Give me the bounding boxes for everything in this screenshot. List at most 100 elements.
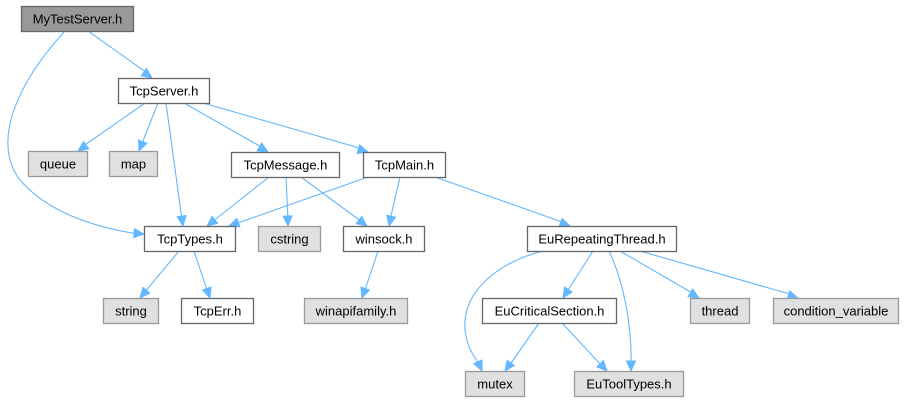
- node-condition-variable: condition_variable: [772, 297, 900, 325]
- node-tcpmessage[interactable]: TcpMessage.h: [230, 151, 341, 179]
- arrowhead-icon: [139, 286, 151, 299]
- edge-tcpmain-to-tcptypes: [227, 176, 369, 228]
- node-box: [180, 297, 255, 325]
- edge-line: [234, 176, 369, 225]
- edge-line: [300, 176, 363, 223]
- node-label: thread: [702, 304, 739, 319]
- edge-line: [193, 250, 209, 294]
- node-box: [481, 297, 618, 325]
- node-tcpmain[interactable]: TcpMain.h: [362, 151, 447, 179]
- edge-eurepeatingthread-to-mutex: [464, 250, 544, 373]
- node-label: winsock.h: [354, 232, 412, 247]
- arrowhead-icon: [386, 214, 397, 228]
- node-label: string: [115, 304, 147, 319]
- arrowhead-icon: [687, 288, 701, 299]
- arrowhead-icon: [133, 227, 146, 239]
- arrowhead-icon: [176, 214, 187, 228]
- edge-tcptypes-to-tcperr: [193, 250, 212, 300]
- node-box: [772, 297, 900, 325]
- edge-eucriticalsection-to-eutooltypes: [561, 322, 608, 372]
- arrowhead-icon: [137, 139, 148, 153]
- edge-line: [639, 250, 794, 296]
- node-label: EuRepeatingThread.h: [538, 232, 665, 247]
- node-label: mutex: [477, 377, 513, 392]
- edge-tcptypes-to-string: [139, 250, 180, 299]
- node-box: [27, 150, 89, 178]
- arrowhead-icon: [206, 215, 219, 227]
- arrowhead-icon: [356, 143, 370, 155]
- node-label: map: [121, 157, 146, 172]
- node-box: [303, 297, 409, 325]
- node-box: [342, 225, 426, 253]
- node-eurepeatingthread[interactable]: EuRepeatingThread.h: [526, 225, 678, 253]
- node-box: [230, 151, 341, 179]
- edge-line: [7, 30, 139, 235]
- edge-tcpserver-to-tcpmessage: [183, 102, 270, 153]
- edge-line: [81, 102, 146, 148]
- edge-tcpserver-to-queue: [77, 102, 146, 152]
- arrowhead-icon: [355, 215, 368, 227]
- node-box: [689, 297, 751, 325]
- node-label: TcpErr.h: [194, 304, 242, 319]
- node-eutooltypes: EuToolTypes.h: [573, 370, 685, 398]
- node-label: TcpTypes.h: [157, 232, 223, 247]
- node-label: EuCriticalSection.h: [495, 304, 605, 319]
- arrowhead-icon: [282, 215, 293, 228]
- node-tcpserver[interactable]: TcpServer.h: [117, 77, 211, 105]
- node-winsock[interactable]: winsock.h: [342, 225, 426, 253]
- node-box: [108, 150, 159, 178]
- node-tcptypes[interactable]: TcpTypes.h: [143, 225, 237, 253]
- node-label: TcpServer.h: [130, 84, 199, 99]
- node-label: queue: [40, 157, 76, 172]
- edge-line: [285, 176, 289, 221]
- edge-tcpserver-to-tcpmain: [202, 102, 370, 155]
- node-label: MyTestServer.h: [33, 12, 123, 27]
- edges-layer: [7, 30, 800, 373]
- edge-line: [211, 176, 270, 223]
- edge-line: [389, 176, 401, 221]
- node-box: [362, 151, 447, 179]
- arrowhead-icon: [504, 359, 516, 372]
- edge-line: [619, 250, 695, 295]
- edge-winsock-to-winapifamily: [360, 250, 379, 300]
- arrowhead-icon: [360, 286, 371, 300]
- edge-tcpmessage-to-cstring: [282, 176, 293, 228]
- edge-eurepeatingthread-to-condition_variable: [639, 250, 800, 301]
- node-label: TcpMain.h: [375, 158, 434, 173]
- edge-tcpmain-to-winsock: [386, 176, 401, 228]
- arrowhead-icon: [558, 217, 572, 228]
- node-box: [464, 370, 526, 398]
- edge-line: [434, 176, 566, 224]
- edge-line: [165, 102, 183, 221]
- node-box: [143, 225, 237, 253]
- edge-eurepeatingthread-to-thread: [619, 250, 701, 299]
- node-tcperr[interactable]: TcpErr.h: [180, 297, 255, 325]
- node-eucriticalsection[interactable]: EuCriticalSection.h: [481, 297, 618, 325]
- node-mytestserver[interactable]: MyTestServer.h: [20, 5, 135, 33]
- arrowhead-icon: [140, 67, 153, 79]
- node-label: cstring: [270, 232, 308, 247]
- edge-line: [565, 250, 594, 294]
- arrowhead-icon: [201, 286, 212, 300]
- node-box: [117, 77, 211, 105]
- edge-line: [508, 322, 540, 367]
- edge-line: [608, 250, 632, 366]
- edge-tcpmessage-to-tcptypes: [206, 176, 270, 227]
- arrowhead-icon: [562, 286, 574, 300]
- node-box: [102, 297, 160, 325]
- node-winapifamily: winapifamily.h: [303, 297, 409, 325]
- arrowhead-icon: [472, 359, 483, 373]
- arrowhead-icon: [625, 360, 637, 373]
- node-label: winapifamily.h: [315, 304, 397, 319]
- arrowhead-icon: [595, 359, 608, 372]
- arrowhead-icon: [256, 142, 270, 153]
- edge-line: [363, 250, 379, 294]
- edge-tcpserver-to-tcptypes: [165, 102, 187, 228]
- edge-mytestserver-to-tcpserver: [87, 30, 153, 79]
- edge-eurepeatingthread-to-eucriticalsection: [562, 250, 594, 300]
- node-label: EuToolTypes.h: [586, 377, 671, 392]
- node-label: condition_variable: [784, 304, 889, 319]
- edge-line: [143, 250, 180, 294]
